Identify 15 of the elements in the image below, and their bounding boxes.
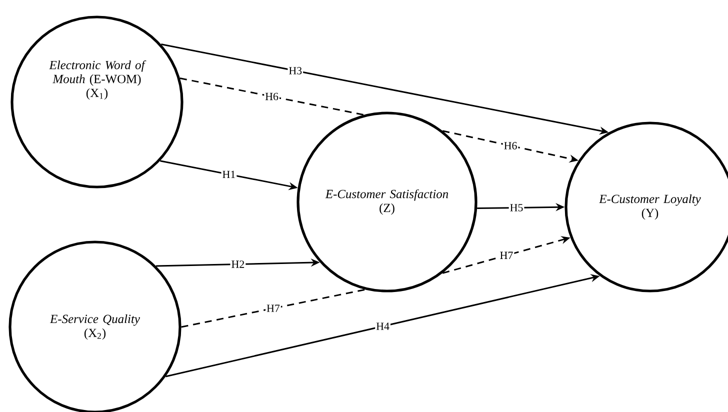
construct-circle [10, 16, 184, 188]
edge-label: H3 [289, 67, 302, 74]
edge-label: H4 [376, 322, 390, 330]
edge-label: H2 [232, 260, 244, 268]
construct-label: Electronic Word of Mouth (E-WOM) (X$_{1}$) [49, 60, 146, 100]
edge-label: H5 [510, 204, 523, 212]
edge-label: H7 [266, 304, 280, 312]
edge-label: H7 [500, 252, 513, 259]
edge-label: H1 [222, 170, 235, 178]
construct-label: E-Service Quality (X$_{2}$) [50, 314, 140, 340]
edge-label: H6 [504, 142, 517, 150]
edge-label: H6 [265, 92, 278, 100]
construct-label: E-Customer Loyalty (Y) [599, 194, 701, 220]
construct-label: E-Customer Satisfaction (Z) [325, 189, 448, 215]
construct-circle [296, 112, 478, 292]
